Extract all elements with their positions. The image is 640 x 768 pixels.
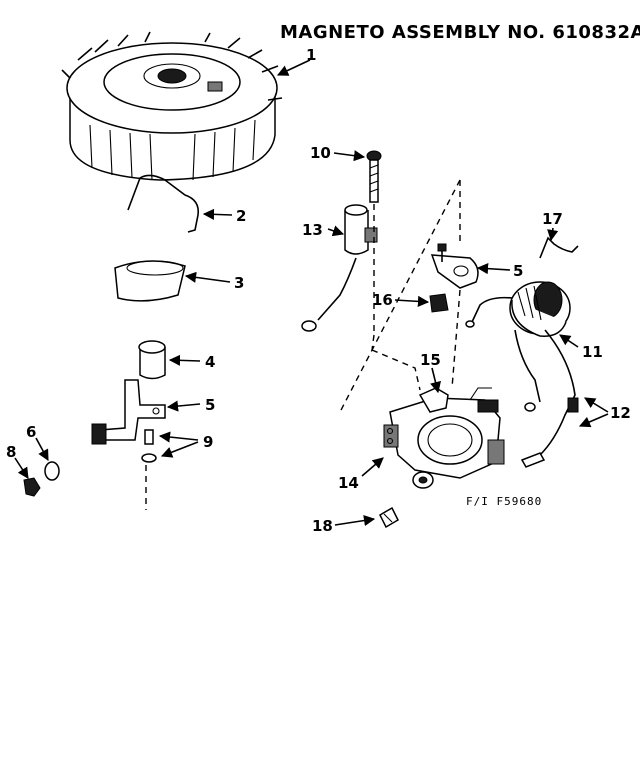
callout-5-right: 5 <box>513 262 523 280</box>
nut-8-part <box>23 477 41 497</box>
callout-13: 13 <box>302 221 323 239</box>
spark-plug-lead-part <box>520 329 579 468</box>
figure-id: F/I F59680 <box>466 495 542 508</box>
wire-spring-part <box>539 236 579 259</box>
callout-4: 4 <box>205 353 215 371</box>
capacitor-part <box>301 204 378 332</box>
spring-clip-part <box>127 174 200 233</box>
callout-12: 12 <box>610 404 631 422</box>
armature-assembly-part <box>383 387 505 489</box>
screw-washer-part <box>141 429 157 463</box>
assembly-guide-lines <box>339 179 461 413</box>
callout-14: 14 <box>338 474 359 492</box>
flywheel-part <box>61 31 283 181</box>
callout-8: 8 <box>6 443 16 461</box>
mounting-plate-part <box>430 243 479 289</box>
sleeve-band-part <box>114 260 186 302</box>
callout-17: 17 <box>542 210 563 228</box>
clip-16-part <box>429 293 449 313</box>
callout-6: 6 <box>26 423 36 441</box>
callout-11: 11 <box>582 343 603 361</box>
callout-10: 10 <box>310 144 331 162</box>
callout-16: 16 <box>372 291 393 309</box>
bushing-part <box>138 340 166 380</box>
bracket-left-part <box>91 379 166 445</box>
callout-18: 18 <box>312 517 333 535</box>
callout-5-left: 5 <box>205 396 215 414</box>
diagram-title: MAGNETO ASSEMBLY NO. 610832A <box>280 22 640 43</box>
callout-1: 1 <box>306 46 316 64</box>
washer-6-part <box>44 461 60 481</box>
nut-18-part <box>379 506 399 529</box>
callout-3: 3 <box>234 274 244 292</box>
screw-10-part <box>366 150 382 203</box>
callout-15: 15 <box>420 351 441 369</box>
callout-9: 9 <box>203 433 213 451</box>
callout-2: 2 <box>236 207 246 225</box>
ignition-coil-part <box>465 281 571 412</box>
